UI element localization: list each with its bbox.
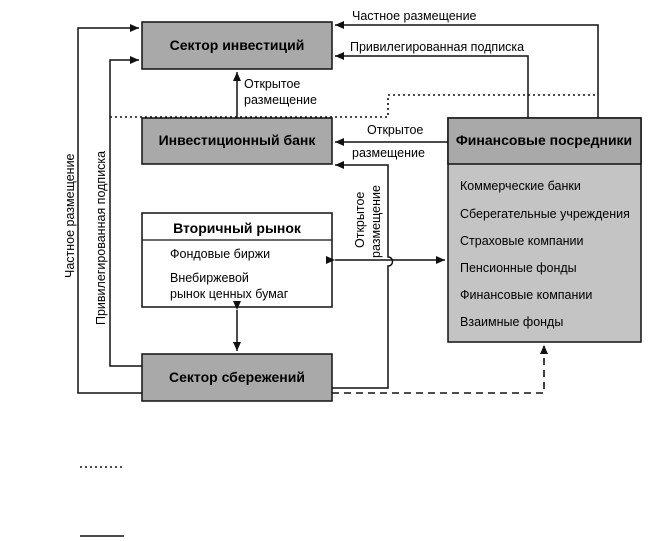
edge-label-public-offering: Открытое bbox=[244, 77, 300, 91]
edge-label-public-offering-mid: Открытое bbox=[367, 123, 423, 137]
investment-bank-label: Инвестиционный банк bbox=[159, 132, 317, 148]
edge-label-public-offering-mid: размещение bbox=[352, 146, 425, 160]
intermediary-item: Сберегательные учреждения bbox=[460, 207, 630, 221]
edge-private-placement-left bbox=[77, 24, 142, 394]
edge-label-private-placement-top: Частное размещение bbox=[352, 9, 477, 23]
financial-intermediaries-title: Финансовые посредники bbox=[456, 132, 632, 148]
edge-label-public-offering: размещение bbox=[244, 93, 317, 107]
intermediary-item: Финансовые компании bbox=[460, 288, 592, 302]
secondary-market-item: Фондовые биржи bbox=[170, 247, 270, 261]
savings-sector-node: Сектор сбережений bbox=[141, 353, 333, 402]
secondary-market-title: Вторичный рынок bbox=[173, 220, 302, 236]
edge-privileged-subscription-top bbox=[335, 52, 529, 118]
secondary-market-item: рынок ценных бумаг bbox=[170, 287, 289, 301]
financial-intermediaries-node: Финансовые посредники Коммерческие банки… bbox=[447, 117, 642, 343]
secondary-market-node: Вторичный рынок Фондовые биржи Внебиржев… bbox=[141, 212, 333, 308]
intermediary-item: Коммерческие банки bbox=[460, 179, 581, 193]
dotted-connector bbox=[110, 94, 598, 118]
investment-sector-label: Сектор инвестиций bbox=[170, 37, 305, 53]
edge-label-privileged-subscription-top: Привилегированная подписка bbox=[350, 40, 524, 54]
intermediary-item: Пенсионные фонды bbox=[460, 261, 577, 275]
edge-private-placement-top bbox=[335, 21, 599, 118]
investment-bank-node: Инвестиционный банк bbox=[141, 117, 333, 165]
edge-savings-intermediaries-dashed bbox=[332, 345, 548, 394]
intermediary-item: Страховые компании bbox=[460, 234, 584, 248]
intermediary-item: Взаимные фонды bbox=[460, 315, 563, 329]
edge-label-public-offering-vertical: размещение bbox=[369, 185, 383, 258]
edge-label-privileged-subscription-left: Привилегированная подписка bbox=[94, 151, 108, 325]
secondary-market-item: Внебиржевой bbox=[170, 271, 249, 285]
investment-sector-node: Сектор инвестиций bbox=[141, 21, 333, 70]
edge-label-private-placement-left: Частное размещение bbox=[63, 153, 77, 278]
savings-sector-label: Сектор сбережений bbox=[169, 369, 305, 385]
edge-label-public-offering-vertical: Открытое bbox=[353, 192, 367, 248]
edge-privileged-subscription-left bbox=[109, 56, 142, 367]
